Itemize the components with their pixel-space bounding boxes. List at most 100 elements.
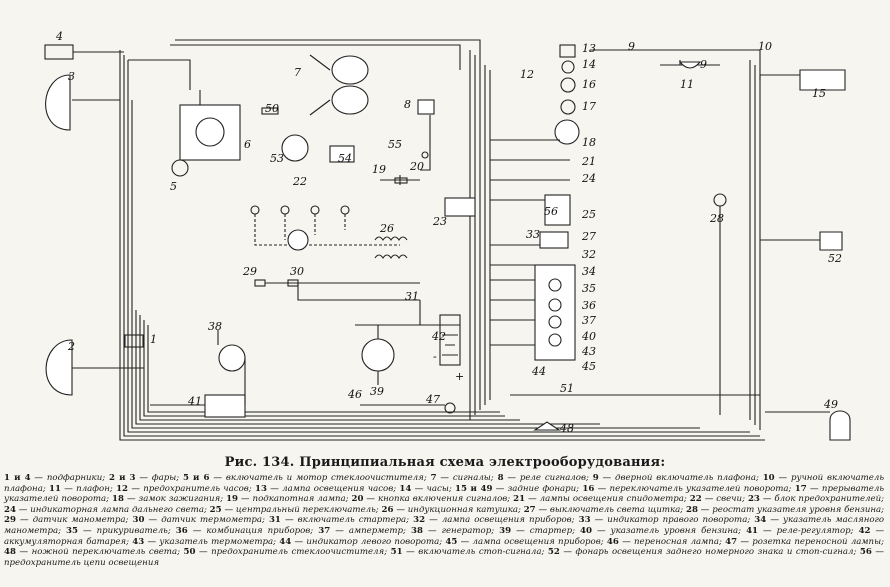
label-10: 10 — [758, 40, 772, 53]
legend-number: 8 — [497, 473, 504, 483]
legend-text: центральный переключатель; — [235, 504, 379, 515]
label-48: 48 — [559, 422, 574, 435]
spark-plugs-22 — [250, 205, 400, 246]
fuse-50-shape — [261, 107, 279, 115]
label-0: 1 — [150, 333, 157, 346]
label-9: 9 — [700, 58, 707, 71]
dome-lamp-circuit — [590, 49, 761, 80]
legend-number: 22 — [689, 494, 702, 505]
legend-text: подфарники; — [46, 473, 106, 483]
legend-number: 41 — [746, 525, 759, 536]
instrument-panel — [490, 44, 580, 361]
label-38: 38 — [208, 320, 222, 333]
hood-lamp-19-shape — [394, 177, 408, 184]
legend-text: замок зажигания; — [138, 494, 224, 505]
label-4: 5 — [170, 180, 177, 193]
legend-number: 14 — [399, 483, 412, 494]
label-15: 15 — [812, 87, 826, 100]
label-26: 26 — [379, 222, 394, 235]
label-6: 7 — [294, 66, 301, 79]
label-32: 32 — [582, 248, 596, 261]
figure-caption: Рис. 134. Принципиальная схема электрооб… — [224, 455, 666, 470]
legend-number: 40 — [580, 525, 592, 536]
label-50: 50 — [265, 102, 279, 115]
tail-lamp-49-shape — [829, 410, 851, 441]
legend-number: 11 — [49, 483, 61, 494]
legend-text: лампа освещения приборов; — [441, 515, 575, 526]
legend-text: кнопка включения сигналов; — [377, 494, 511, 505]
legend-text: реле сигналов; — [519, 473, 589, 483]
legend-text: стартер; — [529, 525, 575, 536]
label-41: 41 — [187, 395, 202, 408]
fuel-rheostat-28-shape — [713, 193, 727, 207]
legend-number: 19 — [226, 494, 239, 505]
legend-text: свечи; — [716, 494, 745, 505]
legend-text: часы; — [426, 483, 452, 494]
socket-47-shape — [444, 402, 456, 414]
legend-number: 16 — [582, 483, 595, 494]
headlamp-2-shape — [45, 339, 73, 396]
label-55: 55 — [388, 138, 402, 151]
sensor-29-shape — [254, 279, 266, 287]
label-42: 42 — [431, 330, 446, 343]
label-7: 8 — [404, 98, 411, 111]
label-36: 36 — [582, 299, 596, 312]
label-52: 52 — [828, 252, 842, 265]
label-27: 27 — [581, 230, 596, 243]
dome-lamp-11-shape — [678, 61, 702, 69]
legend-number: 56 — [859, 547, 872, 558]
horn-7b-shape — [331, 85, 369, 115]
label-49: 49 — [823, 398, 838, 411]
legend-number: 39 — [499, 525, 512, 536]
wiper-motor-6-shape — [179, 104, 241, 161]
legend-number: 33 — [578, 515, 591, 526]
legend-number: 21 — [513, 494, 526, 505]
legend-text: фонарь освещения заднего номерного знака… — [575, 547, 857, 558]
legend-number: 35 — [66, 525, 78, 536]
legend-number: 37 — [318, 525, 331, 536]
ignition-coil-26-shape — [374, 236, 408, 241]
legend-text: указатель термометра; — [159, 536, 277, 547]
legend-text: реле-регулятор; — [776, 525, 854, 536]
label-8: 9 — [628, 40, 635, 53]
label-54: 54 — [338, 152, 352, 165]
label-1: 2 — [67, 340, 75, 353]
legend-text: комбинация приборов; — [206, 525, 314, 536]
legend-text: реостат указателя уровня бензина; — [712, 504, 885, 515]
label-40: 40 — [581, 330, 596, 343]
legend-text: индукционная катушка; — [407, 504, 521, 515]
foot-switch-48-shape — [533, 421, 561, 431]
label-22: 22 — [292, 175, 307, 188]
legend-number: 28 — [686, 504, 698, 515]
label-21: 21 — [581, 155, 596, 168]
legend-number: 5 и 6 — [182, 473, 210, 483]
legend-text: лампа освещения часов; — [282, 483, 397, 494]
legend-text: переключатель указателей поворота; — [609, 483, 792, 494]
legend-text: индикаторная лампа дальнего света; — [30, 504, 207, 515]
label-46: 46 — [347, 388, 362, 401]
wiring-diagram: 4312567899101112131415161718192021222324… — [44, 30, 851, 441]
legend-number: 36 — [175, 525, 188, 536]
legend-text: предохранитель стеклоочистителя; — [211, 547, 388, 558]
legend-text: датчик манометра; — [32, 515, 129, 526]
label-13: 13 — [582, 42, 596, 55]
legend-number: 2 и 3 — [108, 473, 136, 483]
label-24: 24 — [581, 172, 596, 185]
legend-number: 52 — [547, 547, 560, 558]
label-25: 25 — [581, 208, 596, 221]
label-28: 28 — [709, 212, 724, 225]
battery-42-shape — [439, 314, 461, 366]
legend-number: 9 — [592, 473, 599, 483]
legend-number: 45 — [445, 536, 458, 547]
legend-text: фары; — [151, 473, 180, 483]
legend-number: 31 — [268, 515, 281, 526]
legend-text: указатель уровня бензина; — [610, 525, 742, 536]
label-12: 12 — [520, 68, 534, 81]
legend-number: 24 — [4, 504, 16, 515]
label-37: 37 — [582, 314, 596, 327]
legend-text: прерыватель указателей поворота; — [4, 483, 885, 505]
legend-text: ручной включатель плафона; — [4, 473, 885, 494]
legend-text: индикатор правого поворота; — [607, 515, 751, 526]
legend-number: 46 — [606, 536, 619, 547]
legend-number: 34 — [754, 515, 767, 526]
